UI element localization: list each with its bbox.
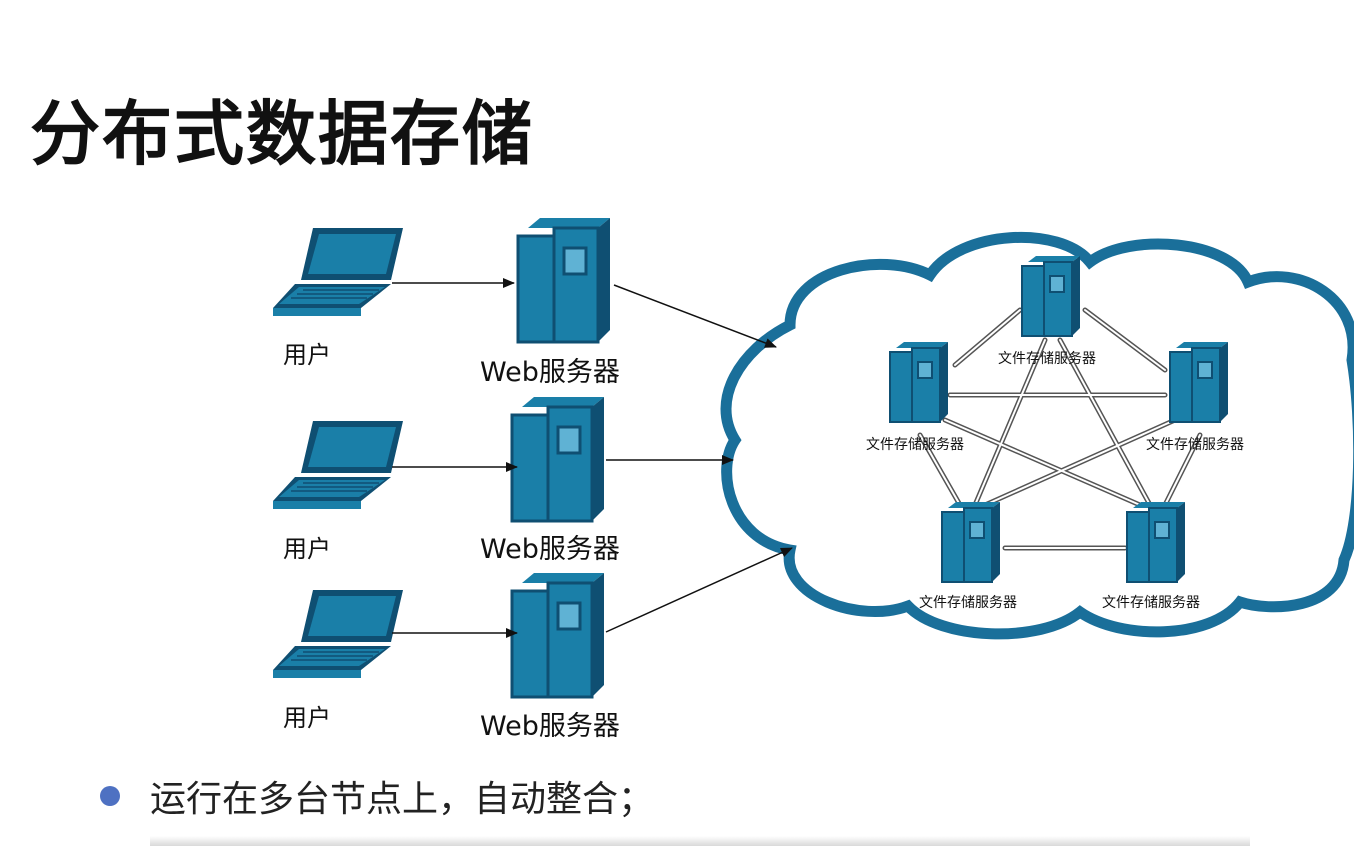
- web-server-label: Web服务器: [480, 534, 620, 565]
- web-server-icon: [510, 395, 606, 523]
- storage-links-inner: [919, 309, 1201, 549]
- storage-server-icon: [1021, 255, 1081, 337]
- storage-server-label: 文件存储服务器: [1102, 595, 1200, 611]
- bullet-item: 运行在多台节点上，自动整合；: [100, 770, 654, 822]
- page-title: 分布式数据存储: [30, 93, 534, 175]
- user-label: 用户: [283, 535, 331, 563]
- user-label: 用户: [283, 704, 331, 732]
- storage-server-icon: [1169, 341, 1229, 423]
- bullet-dot-icon: [100, 786, 120, 806]
- storage-server-icon: [1126, 501, 1186, 583]
- storage-server-label: 文件存储服务器: [866, 437, 964, 453]
- web-server-label: Web服务器: [480, 357, 620, 388]
- web-server-icon: [510, 571, 606, 699]
- storage-server-label: 文件存储服务器: [998, 351, 1096, 367]
- laptop-icon: [272, 589, 404, 679]
- laptop-icon: [272, 227, 404, 317]
- storage-server-label: 文件存储服务器: [1146, 437, 1244, 453]
- web-server-label: Web服务器: [480, 711, 620, 742]
- web-to-cloud-arrow: [605, 547, 793, 633]
- storage-server-icon: [941, 501, 1001, 583]
- storage-server-label: 文件存储服务器: [919, 595, 1017, 611]
- user-label: 用户: [283, 341, 331, 369]
- laptop-icon: [272, 420, 404, 510]
- bullet-text: 运行在多台节点上，自动整合；: [150, 779, 655, 820]
- truncated-next-line: [150, 836, 1250, 846]
- web-to-cloud-arrow: [613, 284, 777, 348]
- storage-server-icon: [889, 341, 949, 423]
- web-server-icon: [516, 216, 612, 344]
